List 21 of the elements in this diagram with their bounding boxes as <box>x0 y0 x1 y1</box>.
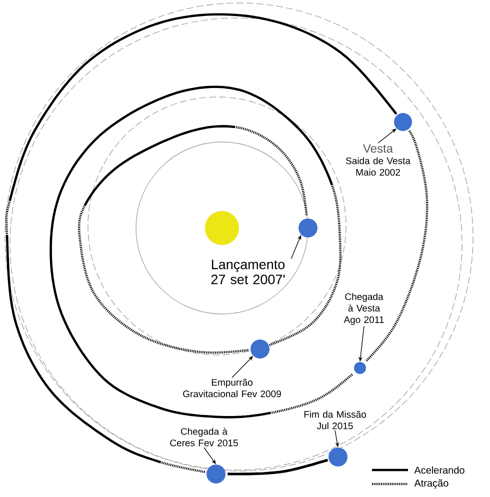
spacecraft-dot <box>298 218 318 238</box>
leader-arrow <box>378 128 396 144</box>
event-label: Chegada à Ceres Fev 2015 <box>170 428 238 446</box>
spacecraft-dot <box>394 113 412 131</box>
trajectory-path <box>366 129 428 362</box>
event-label: Lançamento 27 set 2007' <box>211 260 285 284</box>
trajectory-path <box>78 125 308 354</box>
event-label: Vesta Saida de Vesta Maio 2002 <box>346 144 410 176</box>
legend-label: Atração <box>414 479 448 489</box>
sun-circle <box>205 211 239 245</box>
trajectory-path <box>50 86 354 418</box>
event-label: Fim da Missão Jul 2015 <box>304 410 366 430</box>
spacecraft-dot <box>206 464 226 484</box>
spacecraft-dot <box>328 448 348 466</box>
trajectory-path <box>228 458 328 476</box>
spacecraft-dot <box>354 362 366 374</box>
trajectory-path <box>5 13 398 474</box>
event-label: Chegada à Vesta Ago 2011 <box>344 293 384 325</box>
legend-label: Acelerando <box>414 466 464 474</box>
event-label: Empurrão Gravitacional Fev 2009 <box>183 378 281 398</box>
spacecraft-dot <box>250 340 270 358</box>
